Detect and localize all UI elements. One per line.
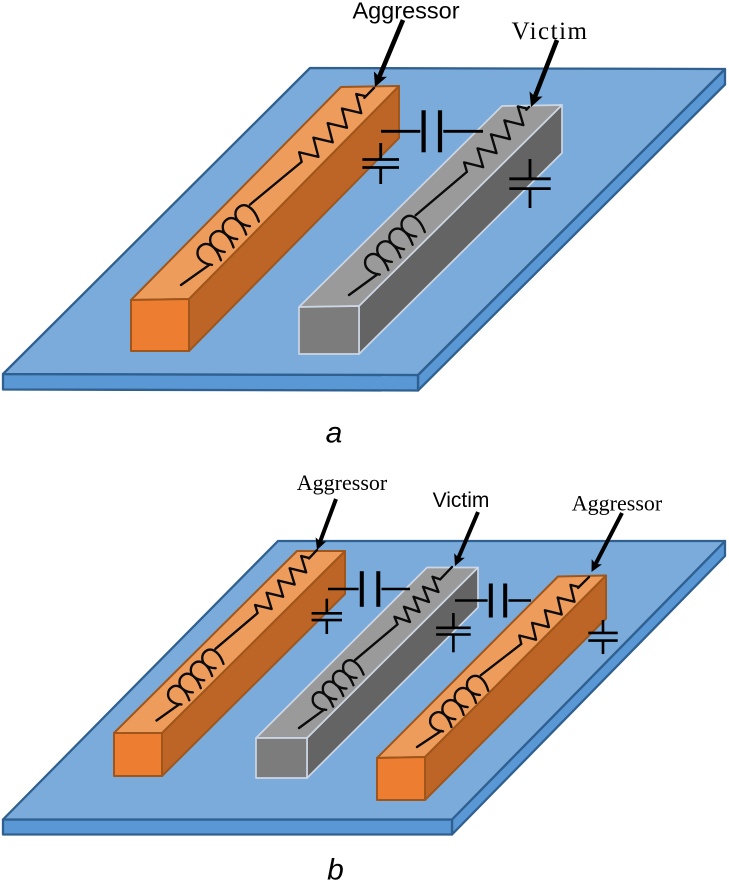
svg-text:Victim: Victim bbox=[433, 489, 490, 512]
svg-text:Aggressor: Aggressor bbox=[352, 0, 459, 24]
svg-text:Victim: Victim bbox=[512, 18, 589, 45]
svg-text:Aggressor: Aggressor bbox=[572, 491, 663, 516]
svg-text:Aggressor: Aggressor bbox=[297, 470, 388, 495]
svg-text:b: b bbox=[327, 854, 344, 882]
svg-text:a: a bbox=[326, 417, 343, 450]
